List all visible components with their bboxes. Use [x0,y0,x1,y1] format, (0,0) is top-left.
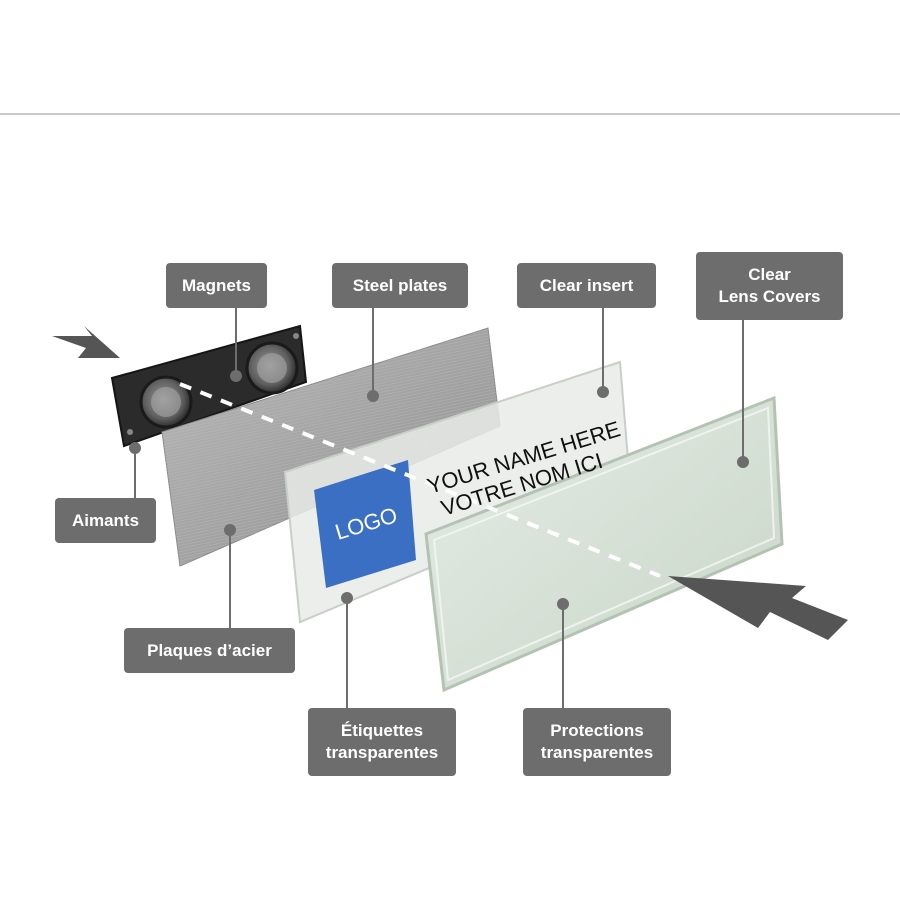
label-aimants: Aimants [55,498,156,543]
label-plaques-acier: Plaques d’acier [124,628,295,673]
label-steel-plates: Steel plates [332,263,468,308]
label-clear-insert: Clear insert [517,263,656,308]
label-clear-lens-covers: Clear Lens Covers [696,252,843,320]
lens-cover [424,395,784,693]
magnet-plate [110,324,308,448]
label-etiquettes-transparentes: Étiquettes transparentes [308,708,456,776]
label-magnets: Magnets [166,263,267,308]
exit-arrow-icon [668,576,848,640]
label-protections-transparentes: Protections transparentes [523,708,671,776]
logo-block [314,460,416,588]
leader-lines [129,306,749,708]
entry-arrow-icon [52,326,120,358]
header-divider [0,113,900,115]
